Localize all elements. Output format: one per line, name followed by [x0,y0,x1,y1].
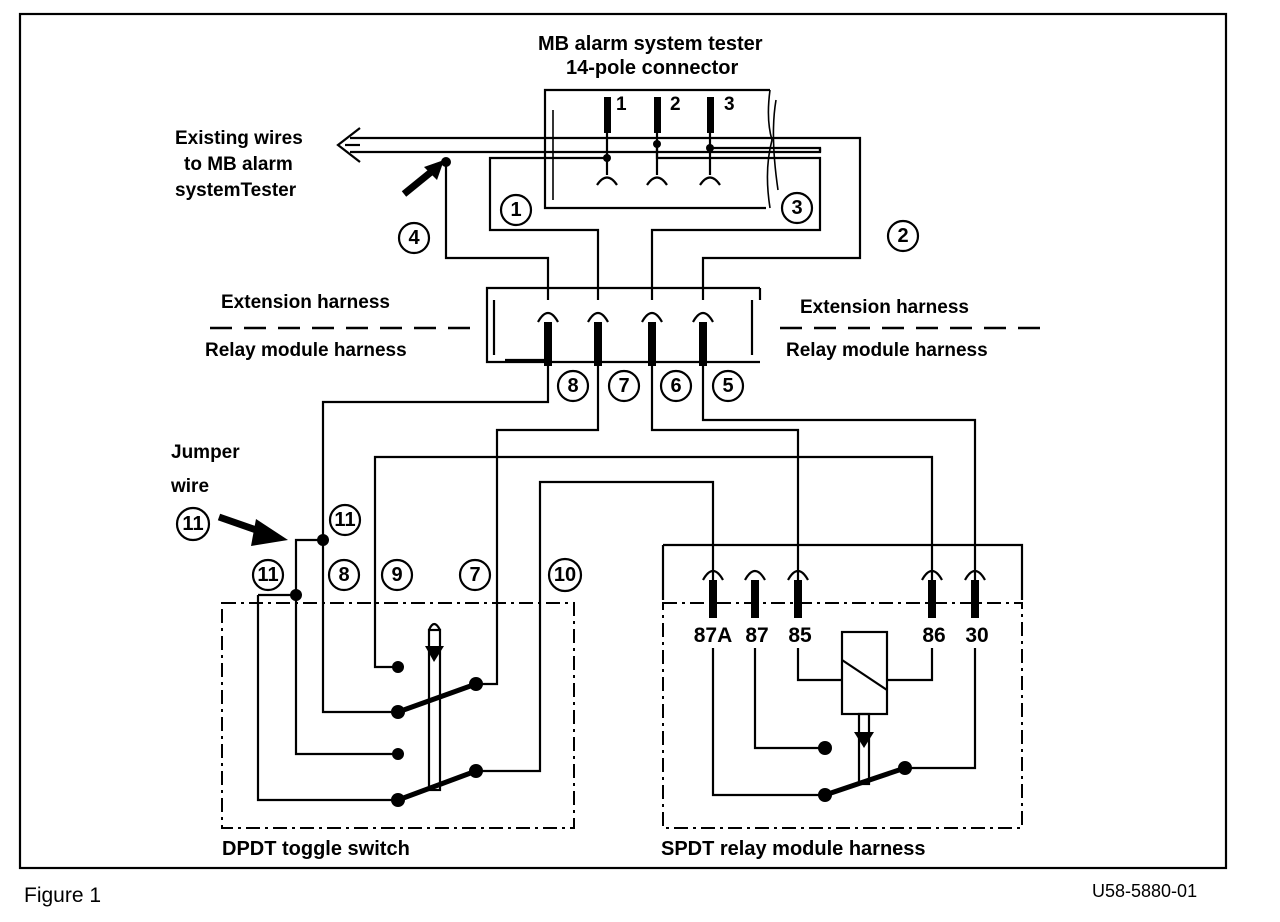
wire-number-5: 5 [711,369,745,403]
svg-text:2: 2 [897,225,908,247]
relay-pin-85: 85 [788,624,812,647]
svg-text:1: 1 [510,199,521,221]
svg-text:7: 7 [469,564,480,586]
tester-pin-3: 3 [724,94,735,115]
harness-left-top: Extension harness [221,292,390,313]
wire-number-2: 2 [886,219,920,253]
jumper-label-line1: Jumper [171,442,240,463]
svg-text:9: 9 [391,564,402,586]
svg-text:3: 3 [791,197,802,219]
wire-number-8: 8 [556,369,590,403]
sw-number-11: 11 [251,558,285,592]
wire-4 [444,162,550,300]
dpdt-label: DPDT toggle switch [222,838,410,860]
splice-arrow-icon [401,157,451,197]
wire-number-1: 1 [499,193,533,227]
svg-text:10: 10 [554,564,576,586]
wire-3 [650,144,822,300]
svg-text:5: 5 [722,375,733,397]
svg-text:8: 8 [567,375,578,397]
sw-number-9: 9 [380,558,414,592]
wire-1 [488,156,607,300]
sw-number-8: 8 [327,558,361,592]
wire-number-11-callout: 11 [175,506,211,542]
jumper-label-line2: wire [170,476,209,497]
harness-left-bottom: Relay module harness [205,340,407,361]
existing-wires-line1: Existing wires [175,128,303,149]
svg-text:4: 4 [408,227,420,249]
wire-7 [476,366,600,686]
figure-caption: Figure 1 [24,884,101,907]
tester-title-line2: 14-pole connector [566,57,738,79]
figure-frame [18,12,1228,870]
sw-number-7: 7 [458,558,492,592]
svg-text:11: 11 [182,513,203,535]
relay-pin-86: 86 [922,624,945,647]
wire-number-7: 7 [607,369,641,403]
harness-right-bottom: Relay module harness [786,340,988,361]
svg-text:8: 8 [338,564,349,586]
spdt-label: SPDT relay module harness [661,838,926,860]
sw-number-10: 10 [547,557,583,593]
spdt-relay [661,543,1024,829]
wire-number-11-junction: 11 [328,503,362,537]
tester-connector: 1 2 3 [543,88,779,210]
jumper-arrow-icon [217,513,288,546]
wire-number-6: 6 [659,369,693,403]
figure-code: U58-5880-01 [1092,881,1197,901]
dpdt-switch [221,589,575,829]
jumper-wire [294,538,323,590]
tester-pin-2: 2 [670,94,681,115]
svg-text:7: 7 [618,375,629,397]
harness-right-top: Extension harness [800,297,969,318]
harness-connector [485,286,762,366]
existing-wires-line2: to MB alarm [184,154,293,175]
relay-pin-87a: 87A [694,624,733,647]
tester-title-line1: MB alarm system tester [538,33,763,55]
relay-pin-30: 30 [965,624,988,647]
existing-wires-line3: systemTester [175,180,297,201]
tester-pin-1: 1 [616,94,627,115]
svg-text:11: 11 [257,564,278,586]
wire-10 [476,480,715,773]
relay-pin-87: 87 [745,624,768,647]
svg-text:11: 11 [334,509,355,531]
existing-wires [336,127,862,300]
wire-9 [373,455,934,669]
wire-8 [321,366,550,714]
svg-text:6: 6 [670,375,681,397]
wire-number-4: 4 [397,221,431,255]
wire-5 [701,366,977,588]
wire-number-3: 3 [780,191,814,225]
wire-6 [650,366,800,588]
